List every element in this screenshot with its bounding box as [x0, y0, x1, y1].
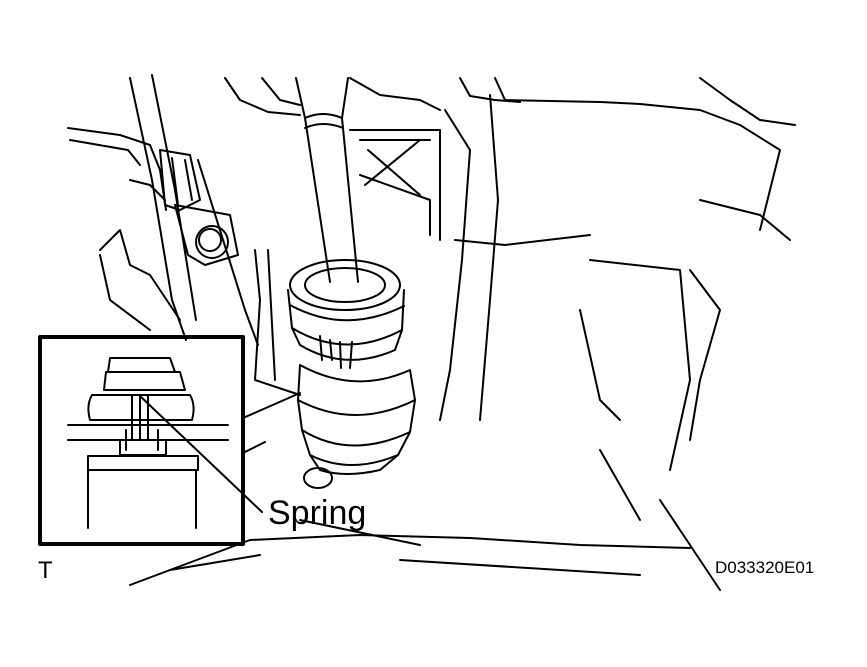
inset-detail	[38, 335, 301, 546]
corner-letter: T	[38, 557, 53, 584]
callout-label-spring: Spring	[268, 494, 367, 532]
callout-leader	[139, 395, 263, 513]
mounting-bracket	[159, 149, 239, 266]
shift-shaft	[295, 77, 359, 283]
boot-upper	[287, 259, 405, 369]
boot-lower	[297, 364, 416, 489]
transmission-housing	[67, 74, 796, 591]
figure-id: D033320E01	[715, 558, 815, 577]
